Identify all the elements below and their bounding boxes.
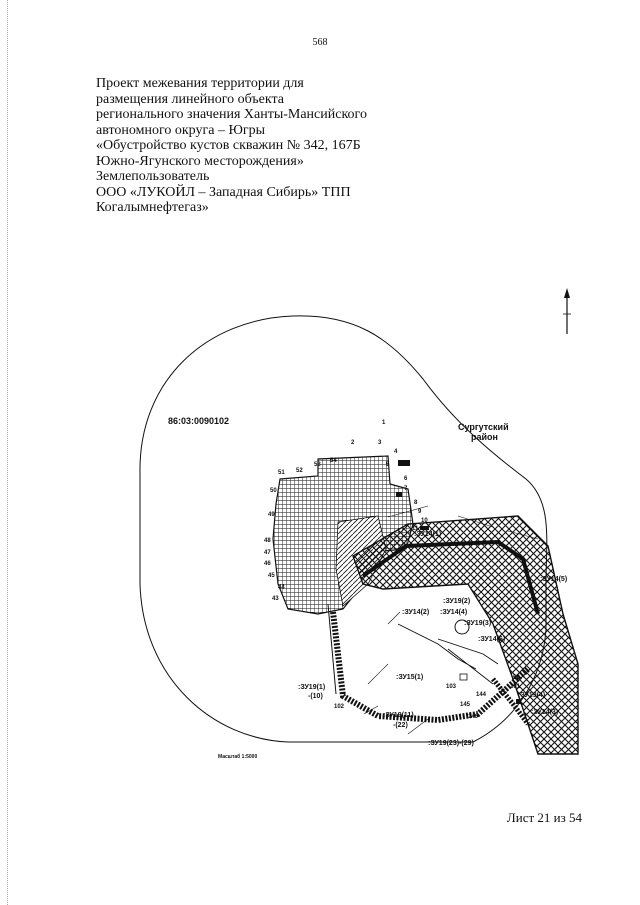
point-number: 144 xyxy=(476,692,487,698)
page-number: 568 xyxy=(312,37,328,48)
point-number: 103 xyxy=(446,684,457,690)
point-number: 102 xyxy=(334,704,345,710)
point-number: 43 xyxy=(272,596,279,602)
point-number: 8 xyxy=(414,500,418,506)
plot-label: -(10) xyxy=(308,693,323,700)
point-number: 11 xyxy=(412,526,419,532)
plot-label: :ЗУ19(11) xyxy=(383,712,414,719)
title-line: ООО «ЛУКОЙЛ – Западная Сибирь» ТПП xyxy=(96,184,351,200)
point-number: 7 xyxy=(404,486,408,492)
point-number: 53 xyxy=(314,462,321,468)
land-survey-map: 86:03:0090102 Сургутский район :ЗУ14(1) … xyxy=(138,284,588,774)
legend-marks xyxy=(387,460,539,540)
plot-label: :ЗУ19(3) xyxy=(464,620,491,627)
district-label: район xyxy=(471,432,498,442)
point-number: 6 xyxy=(404,476,408,482)
plot-label: :ЗУ19(1) xyxy=(298,684,325,691)
plot-label: :ЗУ14(3) xyxy=(531,709,558,716)
plot-label: :ЗУ19(23)-(29) xyxy=(428,740,474,747)
plot-label: :ЗУ14(1) xyxy=(414,531,441,538)
pipeline-loop xyxy=(327,603,531,726)
project-title-block: Проект межевания территории для размещен… xyxy=(96,76,416,216)
point-number: 9 xyxy=(418,509,422,515)
plot-label: :ЗУ14(6) xyxy=(478,636,505,643)
sheet-counter: Лист 21 из 54 xyxy=(506,810,582,825)
point-number: 2 xyxy=(351,440,355,446)
plot-label: :ЗУ14(5) xyxy=(540,576,567,583)
label-leaders xyxy=(363,611,429,735)
point-number: 3 xyxy=(378,440,382,446)
point-number: 146 xyxy=(468,714,479,720)
plot-label: :ЗУ14(2) xyxy=(402,609,429,616)
district-label: Сургутский xyxy=(458,422,509,432)
boundary-outline xyxy=(139,315,548,743)
linear-object-corridor xyxy=(352,515,579,755)
point-number: 52 xyxy=(296,468,303,474)
point-number: 50 xyxy=(270,488,277,494)
point-number: 5 xyxy=(386,462,390,468)
point-number: 55 xyxy=(513,675,520,681)
title-line: Землепользователь xyxy=(96,169,210,184)
north-arrow-icon xyxy=(563,288,571,334)
point-number: 10 xyxy=(421,518,428,524)
title-line: Когалымнефтегаз» xyxy=(96,200,209,215)
point-number: 51 xyxy=(278,470,285,476)
plot-label: :ЗУ15(1) xyxy=(396,674,423,681)
plot-label: :ЗУ14(4) xyxy=(440,609,467,616)
title-line: Южно-Ягунского месторождения» xyxy=(96,153,304,169)
point-number: 48 xyxy=(264,538,271,544)
point-number: 54 xyxy=(330,458,337,464)
point-number: 49 xyxy=(268,512,275,518)
title-line: размещения линейного объекта xyxy=(96,91,284,107)
title-line: «Обустройство кустов скважин № 342, 167Б xyxy=(96,138,361,153)
plot-label: -(22) xyxy=(393,722,408,729)
cadastral-quarter-label: 86:03:0090102 xyxy=(168,416,229,426)
title-line: Проект межевания территории для xyxy=(96,76,304,91)
point-number: 45 xyxy=(268,573,275,579)
scale-label: Масштаб 1:5000 xyxy=(218,753,257,760)
page-edge-dotted-line xyxy=(7,0,8,905)
title-line: регионального значения Ханты-Мансийского xyxy=(96,107,367,122)
point-number: 46 xyxy=(264,561,271,567)
point-number: 101 xyxy=(510,684,521,690)
point-number: 44 xyxy=(278,585,285,591)
title-line: автономного округа – Югры xyxy=(96,122,265,138)
point-number: 4 xyxy=(394,449,398,455)
plot-label: :ЗУ19(4) xyxy=(518,692,545,699)
point-number: 1 xyxy=(382,420,386,426)
point-number: 47 xyxy=(264,550,271,556)
plot-label: :ЗУ19(2) xyxy=(443,598,470,605)
point-number: 145 xyxy=(460,702,471,708)
